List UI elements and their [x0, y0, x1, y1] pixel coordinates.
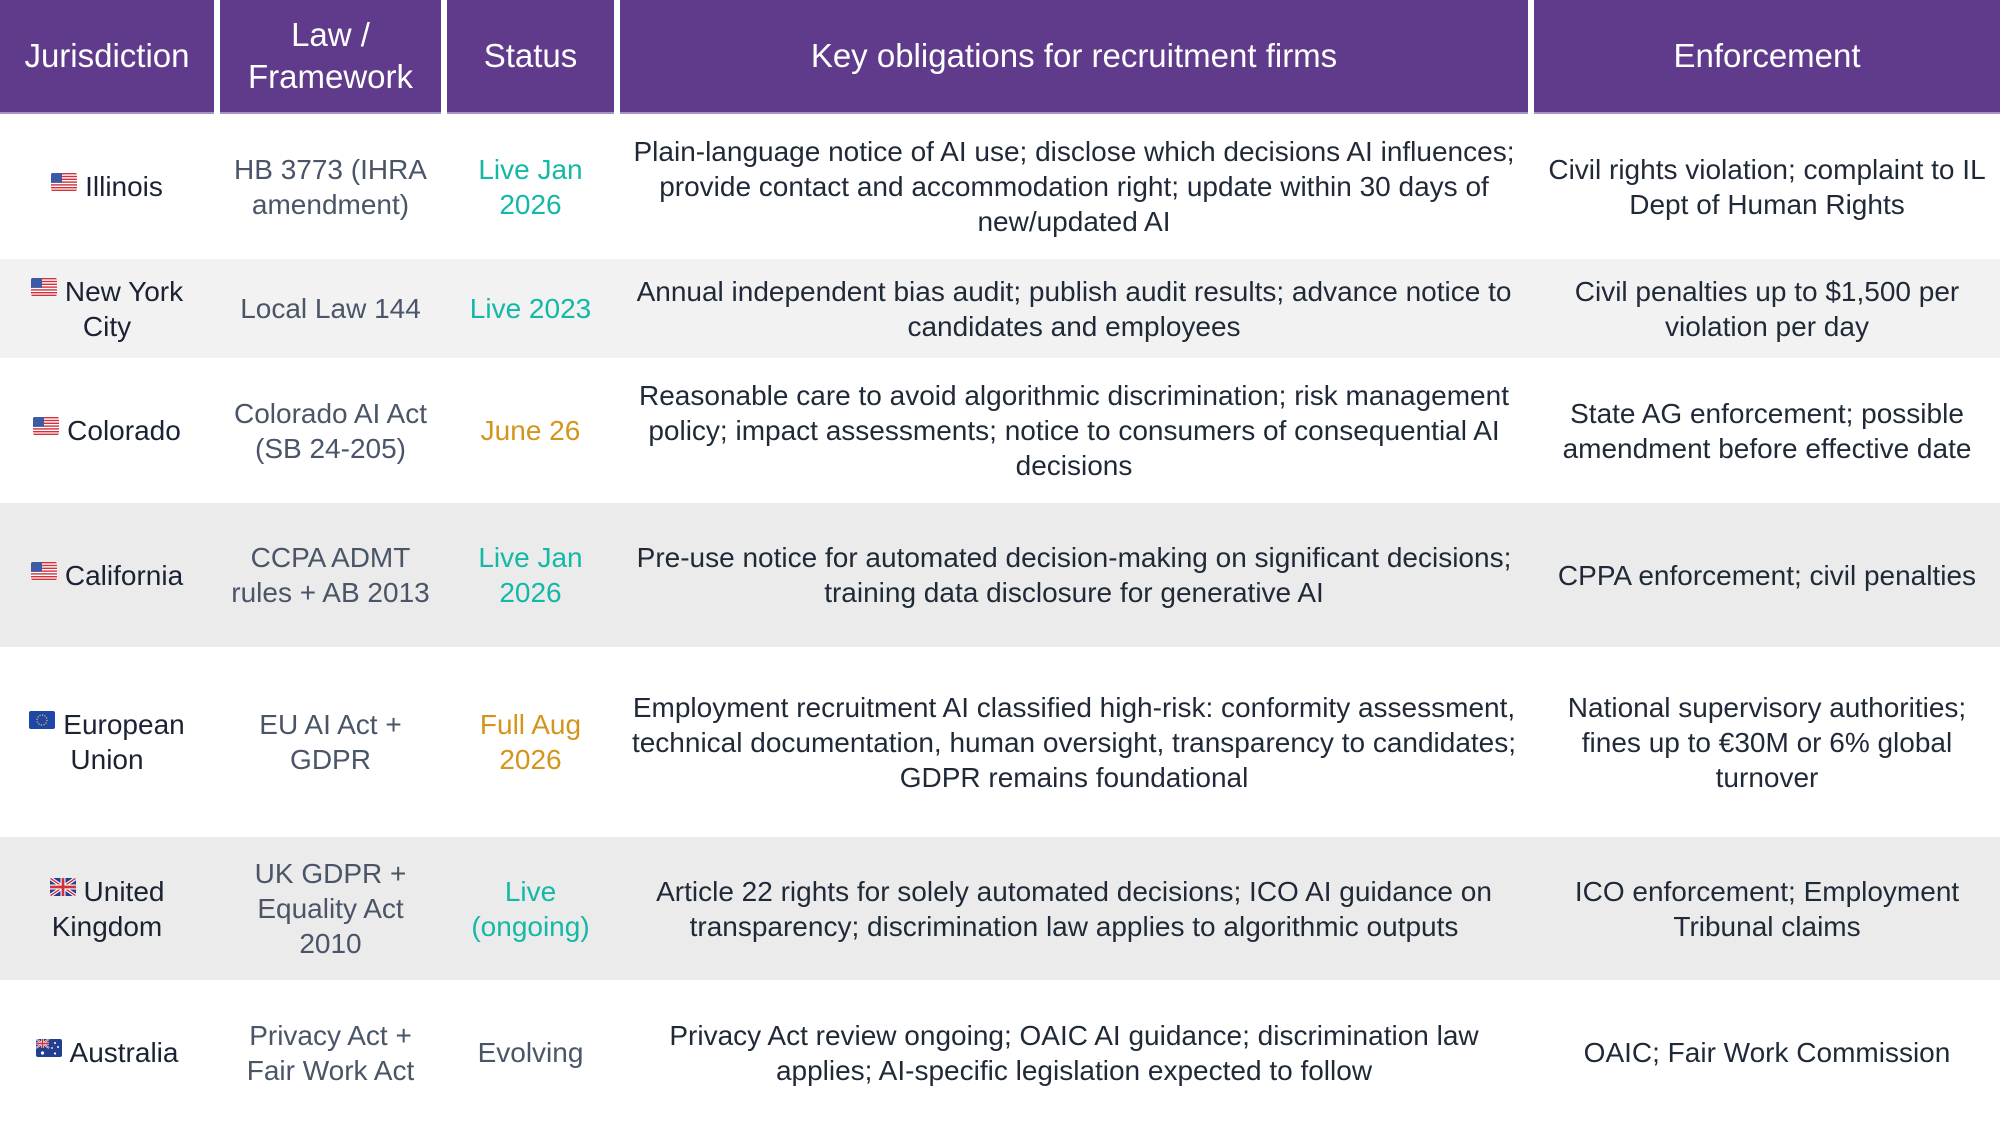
- jurisdiction-name: California: [64, 559, 184, 591]
- us-flag-icon: [51, 173, 77, 191]
- obligations-cell: Employment recruitment AI classified hig…: [631, 691, 1517, 793]
- enforcement-cell: CPPA enforcement; civil penalties: [1557, 559, 1977, 591]
- law-cell: Local Law 144: [240, 293, 421, 324]
- jurisdiction-name: New York City: [64, 275, 184, 342]
- jurisdiction-cell: Illinois: [0, 114, 214, 259]
- status-cell: Evolving: [477, 1037, 584, 1068]
- table-row: California CCPA ADMT rules + AB 2013 Liv…: [0, 503, 2000, 647]
- enforcement-cell: National supervisory authorities; fines …: [1567, 691, 1967, 793]
- jurisdiction-cell: Australia: [0, 980, 214, 1125]
- status-cell: June 26: [480, 415, 581, 446]
- jurisdiction-name: Australia: [69, 1037, 179, 1068]
- obligations-cell: Privacy Act review ongoing; OAIC AI guid…: [669, 1019, 1479, 1086]
- uk-flag-icon: [50, 878, 76, 896]
- status-cell: Full Aug 2026: [479, 709, 582, 775]
- enforcement-cell: Civil rights violation; complaint to IL …: [1548, 153, 1986, 220]
- jurisdiction-name: Colorado: [67, 415, 181, 446]
- law-cell: HB 3773 (IHRA amendment): [234, 153, 427, 220]
- table-row: Australia Privacy Act + Fair Work Act Ev…: [0, 980, 2000, 1125]
- jurisdiction-cell: New York City: [0, 259, 214, 358]
- header-jurisdiction: Jurisdiction: [0, 0, 214, 114]
- obligations-cell: Article 22 rights for solely automated d…: [656, 875, 1492, 942]
- law-cell: UK GDPR + Equality Act 2010: [254, 858, 407, 959]
- jurisdiction-cell: United Kingdom: [0, 837, 214, 980]
- table-row: United Kingdom UK GDPR + Equality Act 20…: [0, 837, 2000, 980]
- us-flag-icon: [33, 417, 59, 435]
- table-row: New York City Local Law 144 Live 2023 An…: [0, 259, 2000, 358]
- header-law-framework: Law / Framework: [220, 0, 441, 114]
- jurisdiction-name: United Kingdom: [51, 875, 165, 942]
- law-cell: CCPA ADMT rules + AB 2013: [231, 542, 430, 608]
- au-flag-icon: [36, 1039, 62, 1057]
- obligations-cell: Plain-language notice of AI use; disclos…: [633, 136, 1515, 237]
- table-row: Illinois HB 3773 (IHRA amendment) Live J…: [0, 114, 2000, 259]
- law-cell: Privacy Act + Fair Work Act: [246, 1019, 415, 1086]
- jurisdiction-cell: Colorado: [0, 358, 214, 503]
- status-cell: Live 2023: [469, 293, 592, 324]
- eu-flag-icon: [29, 711, 55, 729]
- jurisdiction-cell: European Union: [0, 647, 214, 837]
- us-flag-icon: [31, 278, 57, 296]
- table-row: European Union EU AI Act + GDPR Full Aug…: [0, 647, 2000, 837]
- status-cell: Live Jan 2026: [478, 153, 583, 220]
- obligations-cell: Pre-use notice for automated decision-ma…: [636, 542, 1512, 608]
- enforcement-cell: Civil penalties up to $1,500 per violati…: [1574, 275, 1960, 342]
- jurisdiction-cell: California: [0, 503, 214, 647]
- jurisdiction-name: Illinois: [85, 171, 163, 202]
- law-cell: Colorado AI Act (SB 24-205): [233, 397, 427, 464]
- header-key-obligations: Key obligations for recruitment firms: [620, 0, 1528, 114]
- table-row: Colorado Colorado AI Act (SB 24-205) Jun…: [0, 358, 2000, 503]
- law-cell: EU AI Act + GDPR: [259, 709, 402, 775]
- status-cell: Live (ongoing): [471, 875, 590, 942]
- us-flag-icon: [31, 562, 57, 580]
- enforcement-cell: State AG enforcement; possible amendment…: [1562, 397, 1972, 464]
- header-status: Status: [447, 0, 614, 114]
- obligations-cell: Reasonable care to avoid algorithmic dis…: [639, 380, 1509, 481]
- enforcement-cell: OAIC; Fair Work Commission: [1583, 1037, 1951, 1068]
- header-enforcement: Enforcement: [1534, 0, 2000, 114]
- jurisdiction-name: European Union: [63, 709, 185, 775]
- obligations-cell: Annual independent bias audit; publish a…: [636, 275, 1512, 342]
- enforcement-cell: ICO enforcement; Employment Tribunal cla…: [1574, 875, 1960, 942]
- status-cell: Live Jan 2026: [478, 542, 583, 608]
